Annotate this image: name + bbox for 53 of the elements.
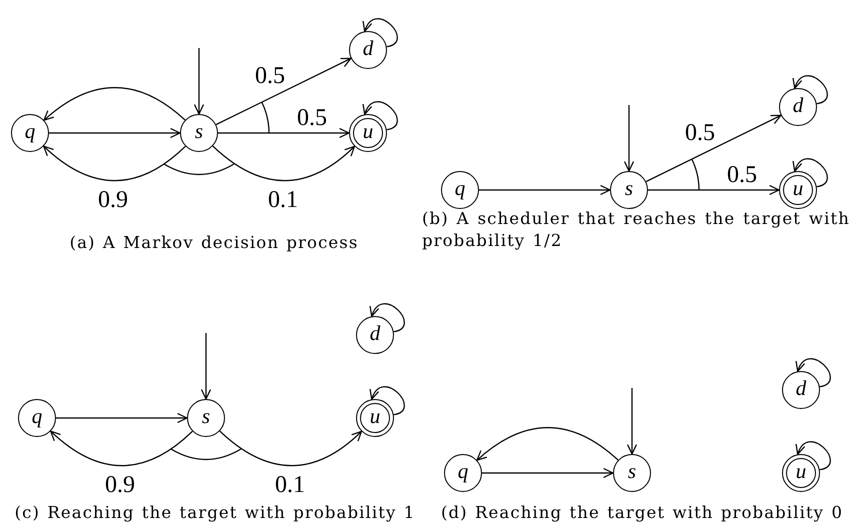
probability-label: 0.9: [98, 188, 128, 212]
state-circle: s: [610, 171, 648, 209]
probability-label: 0.5: [685, 121, 715, 145]
state-circle: q: [441, 171, 479, 209]
probability-label: 0.1: [275, 473, 305, 497]
self-loop-arrow: [794, 75, 828, 104]
transition-arrow: [43, 146, 186, 182]
accepting-state-circle: u: [782, 454, 820, 492]
subfigure-caption: (d) Reaching the target with probability 0: [440, 502, 844, 524]
state-circle: q: [18, 399, 56, 437]
state-circle: d: [356, 316, 394, 354]
state-circle: d: [782, 371, 820, 409]
transition-arrow: [219, 430, 362, 466]
self-loop-arrow: [364, 18, 398, 48]
probability-label: 0.5: [727, 163, 757, 187]
transition-arrow: [646, 114, 782, 182]
initial-arrow: [194, 48, 204, 115]
probability-label: 0.1: [268, 188, 298, 212]
self-loop-arrow: [370, 303, 405, 332]
subfigure-caption: (c) Reaching the target with probability 1: [14, 502, 416, 524]
initial-arrow: [626, 388, 638, 455]
transition-arrow: [482, 468, 614, 478]
self-loop-arrow: [364, 101, 398, 130]
state-circle: d: [349, 31, 387, 69]
state-circle: s: [187, 399, 225, 437]
self-loop-arrow: [370, 386, 405, 416]
transition-arrow: [212, 146, 356, 182]
state-circle: s: [613, 454, 651, 492]
self-loop-arrow: [796, 441, 831, 470]
probability-label: 0.5: [297, 106, 327, 130]
state-circle: s: [180, 114, 218, 152]
accepting-state-circle: u: [356, 399, 394, 437]
transition-arrow: [216, 58, 352, 126]
accepting-state-circle: u: [349, 114, 387, 152]
probability-label: 0.5: [255, 64, 285, 88]
self-loop-arrow: [796, 358, 831, 388]
transition-arrow: [218, 128, 350, 138]
transition-arrow: [49, 128, 181, 138]
state-circle: d: [779, 88, 817, 126]
subfigure-caption: (b) A scheduler that reaches the target with probability 1/2: [422, 208, 850, 252]
initial-arrow: [200, 333, 212, 400]
transition-arrow: [479, 184, 611, 196]
self-loop-arrow: [794, 158, 828, 188]
transition-arrow: [648, 184, 780, 196]
state-circle: q: [11, 114, 49, 152]
transition-arrow: [50, 430, 193, 466]
accepting-state-circle: u: [779, 171, 817, 209]
transition-arrow: [476, 427, 618, 461]
probability-label: 0.9: [105, 473, 135, 497]
state-circle: q: [444, 454, 482, 492]
transition-arrow: [43, 87, 186, 121]
initial-arrow: [624, 105, 634, 172]
transition-arrow: [56, 412, 188, 424]
